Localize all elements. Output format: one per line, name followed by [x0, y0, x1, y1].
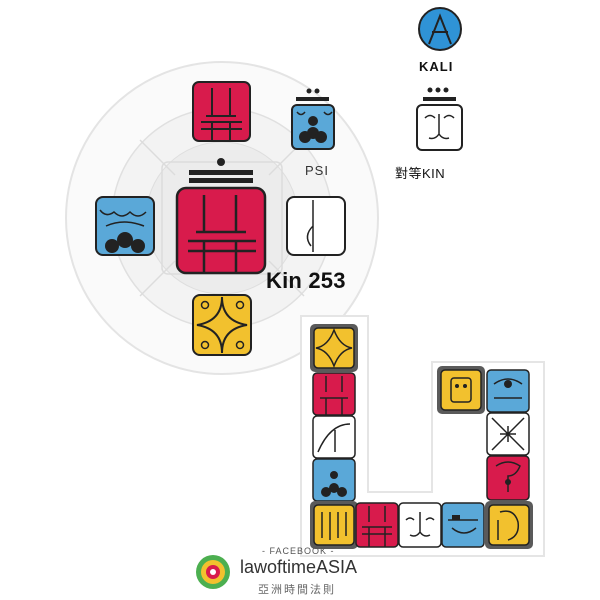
- kali-label: KALI: [419, 59, 454, 74]
- kin-number-label: Kin 253: [266, 268, 346, 293]
- psi-seal-blue[interactable]: [291, 88, 335, 150]
- occult-seal-yellow[interactable]: [192, 294, 252, 356]
- facebook-label: - FACEBOOK -: [262, 546, 335, 556]
- kali-glyph-icon: [418, 7, 462, 51]
- brand-chinese-name: 亞洲時間法則: [258, 584, 336, 596]
- psi-label: PSI: [305, 163, 329, 178]
- antipode-seal-blue[interactable]: [95, 196, 155, 256]
- lawoftime-logo-icon: [196, 555, 230, 589]
- analog-seal-white[interactable]: [286, 196, 346, 256]
- destiny-seal-red[interactable]: [175, 158, 267, 275]
- equivalent-kin-label: 對等KIN: [395, 166, 446, 181]
- wavespell-board: [300, 315, 545, 557]
- brand-name[interactable]: lawoftimeASIA: [240, 557, 358, 577]
- white-wizard-glyph-icon: [416, 87, 463, 151]
- guide-seal-red[interactable]: [192, 81, 251, 142]
